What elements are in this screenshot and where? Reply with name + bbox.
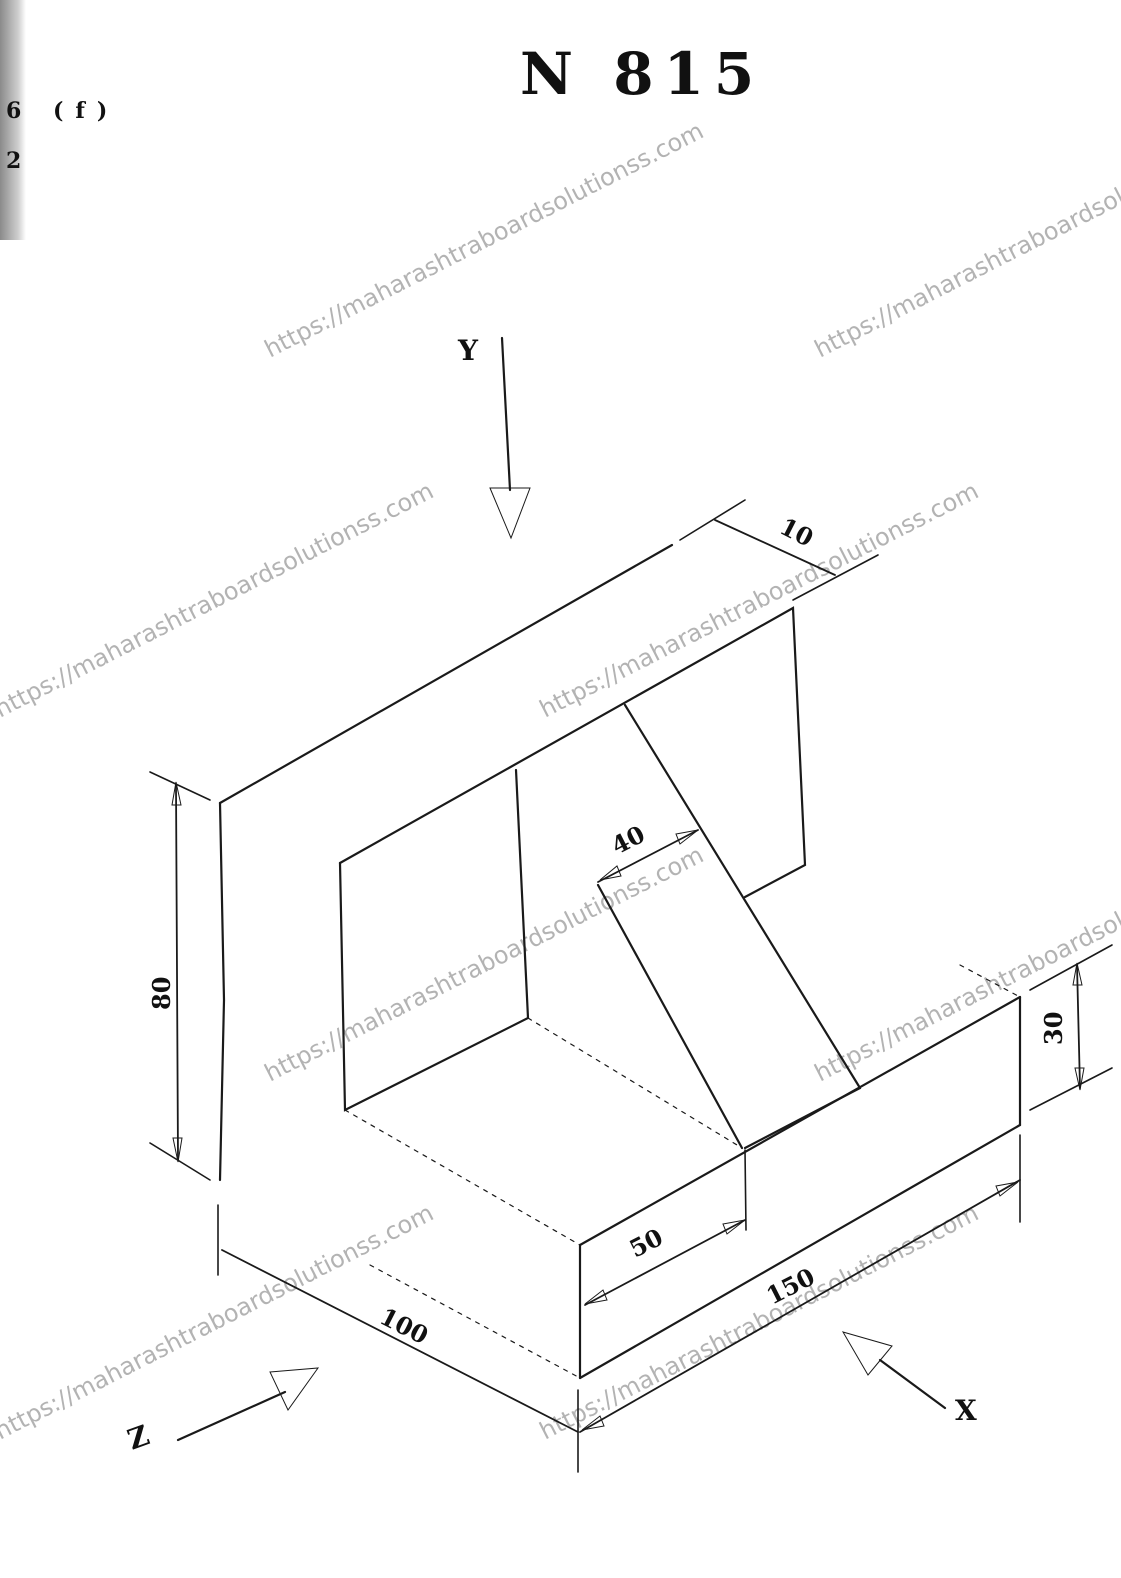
arrowhead <box>581 1415 605 1431</box>
projection-lines <box>344 964 1021 1379</box>
object-outline <box>218 543 1022 1380</box>
base-top-edge <box>578 995 1022 1247</box>
arrowhead <box>1072 962 1083 986</box>
view-arrow-z-shaft <box>176 1390 287 1442</box>
dimension-label: 10 <box>775 512 818 553</box>
binder-edge <box>0 0 26 240</box>
page-title: N 815 <box>520 40 765 108</box>
watermark: https://maharashtraboardsolutionss.com <box>260 117 708 364</box>
dimension-line <box>175 784 179 1161</box>
upper-right-wall <box>338 606 807 899</box>
left-block-face <box>338 768 530 1112</box>
dimension-line <box>579 1179 1021 1433</box>
dimension-line <box>597 829 699 883</box>
extension-line <box>149 771 211 801</box>
groove-left-edge <box>596 883 744 1150</box>
dimension-line <box>1076 964 1081 1089</box>
watermark: https://maharashtraboardsolutionss.com <box>0 1199 438 1446</box>
groove-right-edge <box>623 703 862 1090</box>
extension-line <box>149 1142 211 1181</box>
corner-mark: 2 <box>6 148 34 174</box>
extension-line <box>792 554 879 601</box>
view-arrow-y-shaft <box>500 336 512 492</box>
arrowhead <box>599 865 622 881</box>
hidden-line <box>959 964 1021 998</box>
watermark: https://maharashtraboardsolutionss.com <box>0 477 438 724</box>
view-label-x: X <box>955 1394 977 1427</box>
watermark: https://maharashtraboardsolutionss.com <box>535 477 983 724</box>
hidden-line <box>527 1017 743 1149</box>
arrowhead <box>1074 1067 1085 1091</box>
arrowhead <box>171 781 182 806</box>
extension-line <box>1029 1067 1113 1111</box>
arrowhead <box>675 829 699 845</box>
arrowhead <box>995 1181 1019 1197</box>
arrowhead <box>584 1289 608 1305</box>
dimension-line <box>584 1219 746 1306</box>
arrowhead <box>172 1137 183 1163</box>
corner-mark: 6 (f) <box>6 98 120 124</box>
outer-left-edge <box>218 801 226 1182</box>
view-arrow-z-head <box>269 1367 320 1411</box>
extension-line <box>1029 944 1113 991</box>
dimension-label: 80 <box>147 977 176 1010</box>
view-arrow-x-head <box>841 1331 893 1376</box>
dimension-label: 50 <box>625 1222 668 1263</box>
view-label-z: Z <box>123 1419 154 1457</box>
arrowhead <box>722 1219 746 1235</box>
dimension-label: 30 <box>1039 1012 1068 1045</box>
view-arrow-x-shaft <box>878 1358 947 1410</box>
base-bottom-edge <box>578 1123 1022 1380</box>
extension-line <box>744 1149 747 1231</box>
dimension-line <box>221 1249 579 1433</box>
watermark: https://maharashtraboardsolutionss.com <box>810 841 1121 1088</box>
top-back-edge <box>218 543 674 805</box>
watermark: https://maharashtraboardsolutionss.com <box>810 117 1121 364</box>
watermark: https://maharashtraboardsolutionss.com <box>535 1199 983 1446</box>
extension-line <box>679 499 746 541</box>
dimension-line <box>714 519 836 576</box>
groove-step-edge <box>743 1086 862 1150</box>
view-label-y: Y <box>457 334 479 367</box>
dimension-label: 40 <box>607 819 650 860</box>
hidden-line <box>369 1264 581 1379</box>
view-arrow-y-head <box>489 487 531 540</box>
